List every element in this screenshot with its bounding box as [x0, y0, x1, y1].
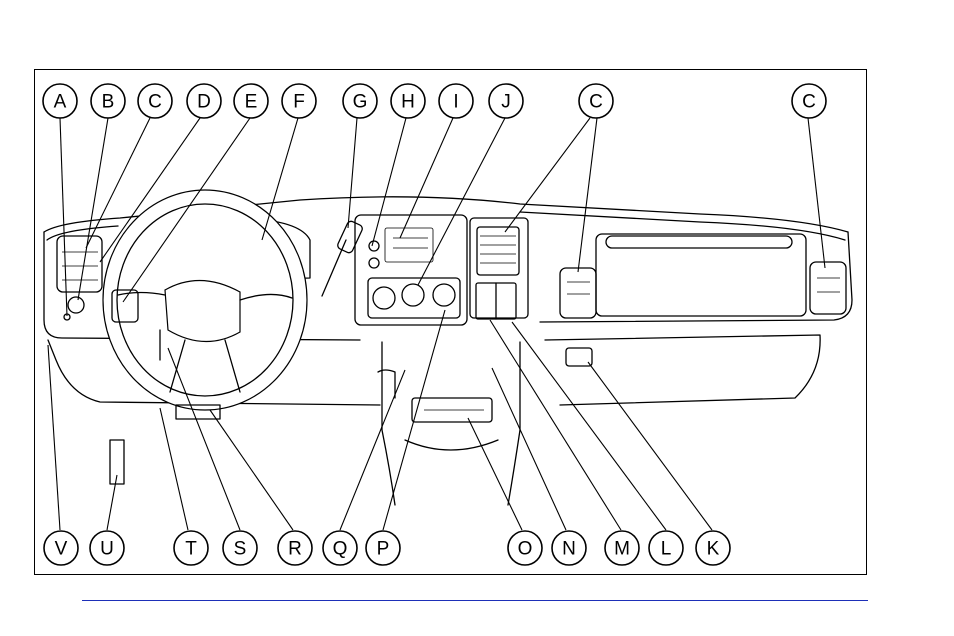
- callouts-bottom: V U T S R Q P O N M L K: [44, 531, 730, 565]
- callout-u: U: [90, 531, 124, 565]
- callout-e: E: [234, 84, 268, 118]
- svg-text:L: L: [661, 539, 672, 560]
- callouts-top: A B C D E F G H I J C C: [43, 84, 826, 118]
- callout-j: J: [489, 84, 523, 118]
- callout-h: H: [391, 84, 425, 118]
- dashboard-artwork: [44, 190, 852, 505]
- callout-q: Q: [323, 531, 357, 565]
- callout-i: I: [439, 84, 473, 118]
- svg-text:D: D: [197, 92, 211, 113]
- svg-text:F: F: [293, 92, 305, 113]
- callout-o: O: [508, 531, 542, 565]
- callout-c-right: C: [792, 84, 826, 118]
- svg-text:S: S: [234, 539, 247, 560]
- footer-rule: [82, 600, 868, 601]
- callout-n: N: [552, 531, 586, 565]
- svg-text:P: P: [377, 539, 390, 560]
- callout-s: S: [223, 531, 257, 565]
- callout-c: C: [138, 84, 172, 118]
- svg-text:V: V: [55, 539, 68, 560]
- svg-text:I: I: [453, 92, 458, 113]
- callout-c-center: C: [579, 84, 613, 118]
- callout-p: P: [366, 531, 400, 565]
- svg-text:M: M: [614, 539, 630, 560]
- svg-text:U: U: [100, 539, 114, 560]
- callout-d: D: [187, 84, 221, 118]
- svg-text:G: G: [353, 92, 368, 113]
- callout-l: L: [649, 531, 683, 565]
- callout-b: B: [91, 84, 125, 118]
- callout-g: G: [343, 84, 377, 118]
- svg-text:K: K: [707, 539, 720, 560]
- callout-k: K: [696, 531, 730, 565]
- svg-text:R: R: [288, 539, 302, 560]
- svg-text:E: E: [245, 92, 258, 113]
- callout-t: T: [174, 531, 208, 565]
- svg-text:C: C: [148, 92, 162, 113]
- svg-text:N: N: [562, 539, 576, 560]
- callout-a: A: [43, 84, 77, 118]
- svg-text:A: A: [54, 92, 67, 113]
- callout-v: V: [44, 531, 78, 565]
- svg-text:H: H: [401, 92, 415, 113]
- svg-text:O: O: [518, 539, 533, 560]
- svg-text:T: T: [185, 539, 197, 560]
- callout-f: F: [282, 84, 316, 118]
- callout-m: M: [605, 531, 639, 565]
- svg-text:Q: Q: [333, 539, 348, 560]
- svg-text:C: C: [589, 92, 603, 113]
- steering-wheel-icon: [103, 190, 307, 410]
- svg-text:J: J: [501, 92, 511, 113]
- svg-text:C: C: [802, 92, 816, 113]
- callout-r: R: [278, 531, 312, 565]
- svg-text:B: B: [102, 92, 115, 113]
